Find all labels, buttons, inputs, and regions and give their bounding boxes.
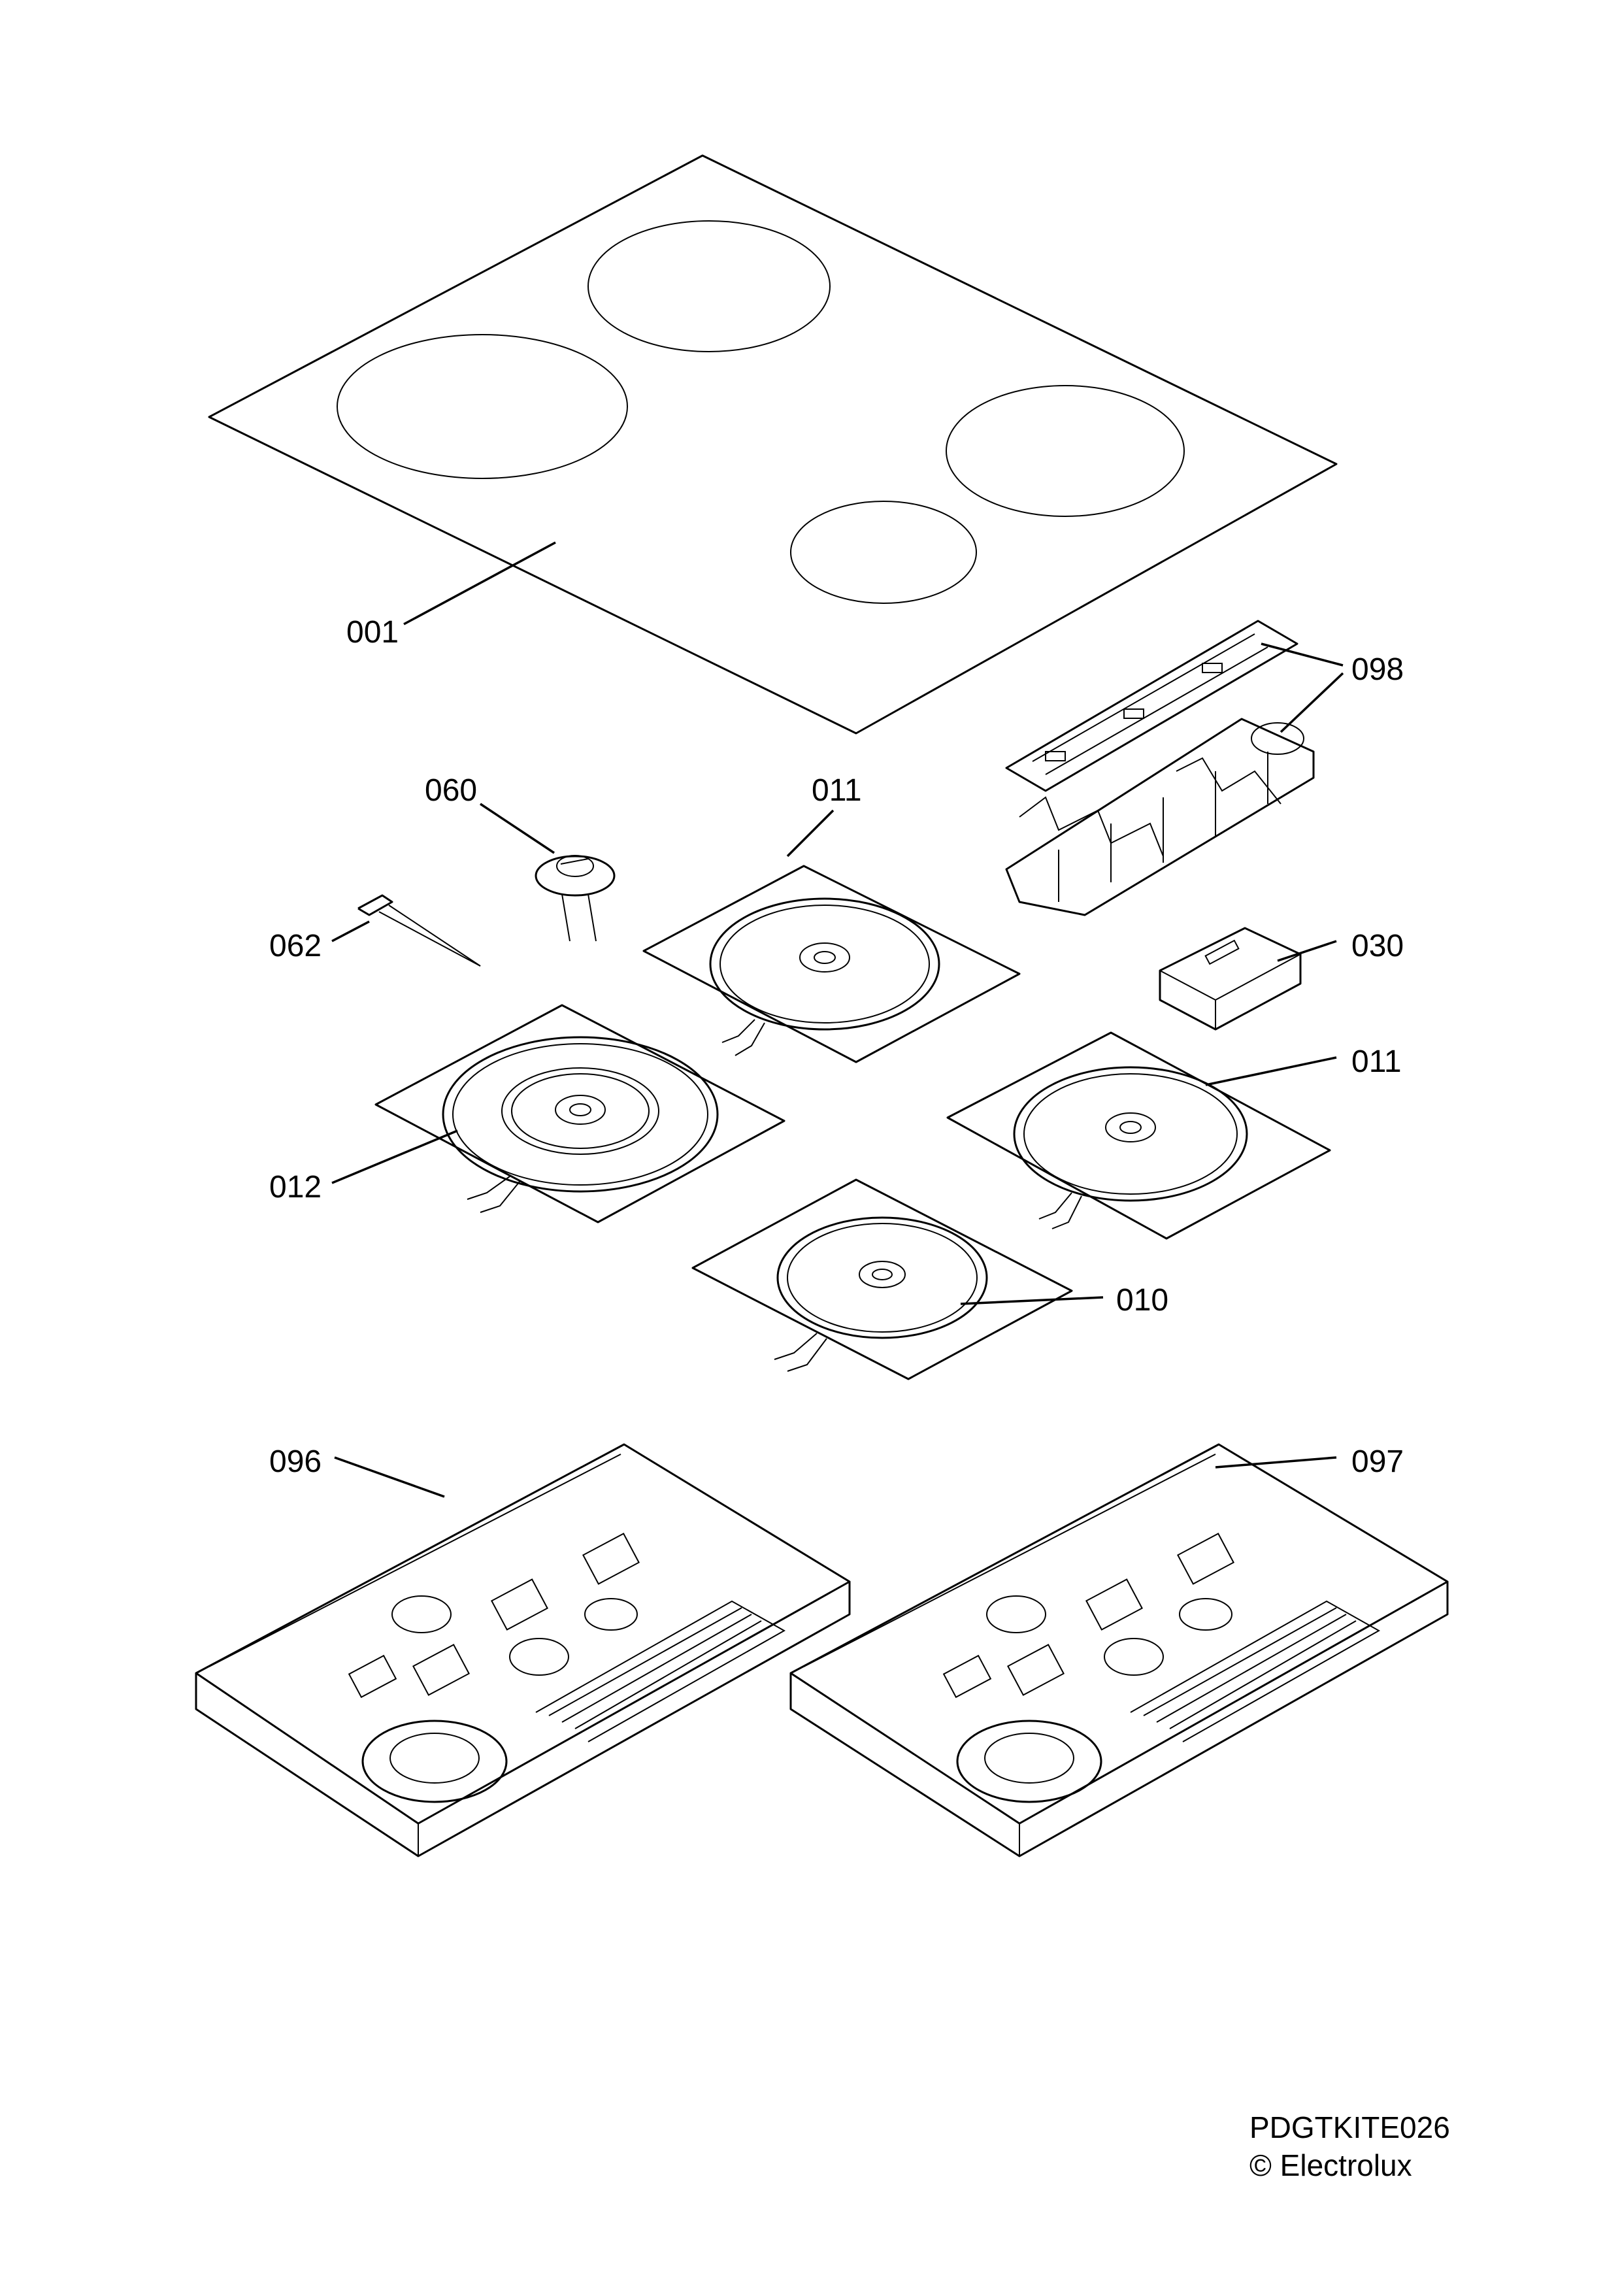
- part-labels: 001 098 060 011 062 030 011 012 010 096 …: [269, 615, 1404, 1479]
- part-001-glass-top: [208, 154, 1338, 735]
- label-097: 097: [1351, 1444, 1404, 1479]
- label-098: 098: [1351, 652, 1404, 687]
- part-062-probe: [357, 894, 481, 967]
- footer-block: PDGTKITE026 © Electrolux: [1249, 2108, 1450, 2184]
- label-096: 096: [269, 1444, 322, 1479]
- copyright-notice: © Electrolux: [1249, 2148, 1412, 2182]
- part-011-coil-right: [946, 1031, 1331, 1240]
- part-030-box: [1159, 927, 1302, 1031]
- label-011-right: 011: [1351, 1044, 1402, 1079]
- leader-012: [331, 1129, 458, 1184]
- part-011-coil-upper: [642, 865, 1021, 1063]
- part-010-coil-small: [691, 1178, 1073, 1380]
- part-096-power-module: [195, 1443, 851, 1857]
- label-001: 001: [346, 615, 399, 650]
- leader-001: [403, 541, 556, 625]
- label-011-upper: 011: [812, 773, 862, 808]
- cooking-zone-rear: [587, 220, 831, 352]
- leader-060: [480, 803, 555, 854]
- leader-098-a: [1261, 642, 1344, 667]
- label-030: 030: [1351, 929, 1404, 963]
- leader-098-b: [1280, 672, 1344, 733]
- label-010: 010: [1116, 1283, 1168, 1318]
- label-060: 060: [425, 773, 477, 808]
- part-060-sensor: [535, 855, 616, 942]
- leader-010: [960, 1296, 1104, 1305]
- leader-062: [331, 920, 370, 942]
- label-062: 062: [269, 929, 322, 963]
- cooking-zone-large: [337, 334, 628, 479]
- cooking-zone-small: [790, 501, 977, 604]
- leader-096: [334, 1456, 445, 1498]
- drawing-code: PDGTKITE026: [1249, 2110, 1450, 2144]
- part-098-control-unit: [1005, 620, 1315, 916]
- part-097-power-module: [789, 1443, 1449, 1857]
- leader-lines: [331, 541, 1344, 1498]
- cooking-zone-right: [946, 385, 1185, 517]
- label-012: 012: [269, 1170, 322, 1205]
- part-012-coil-large: [374, 1004, 785, 1223]
- leader-030: [1277, 940, 1337, 962]
- leader-097: [1215, 1456, 1337, 1469]
- leader-011-right: [1205, 1056, 1337, 1086]
- leader-011-upper: [786, 809, 835, 857]
